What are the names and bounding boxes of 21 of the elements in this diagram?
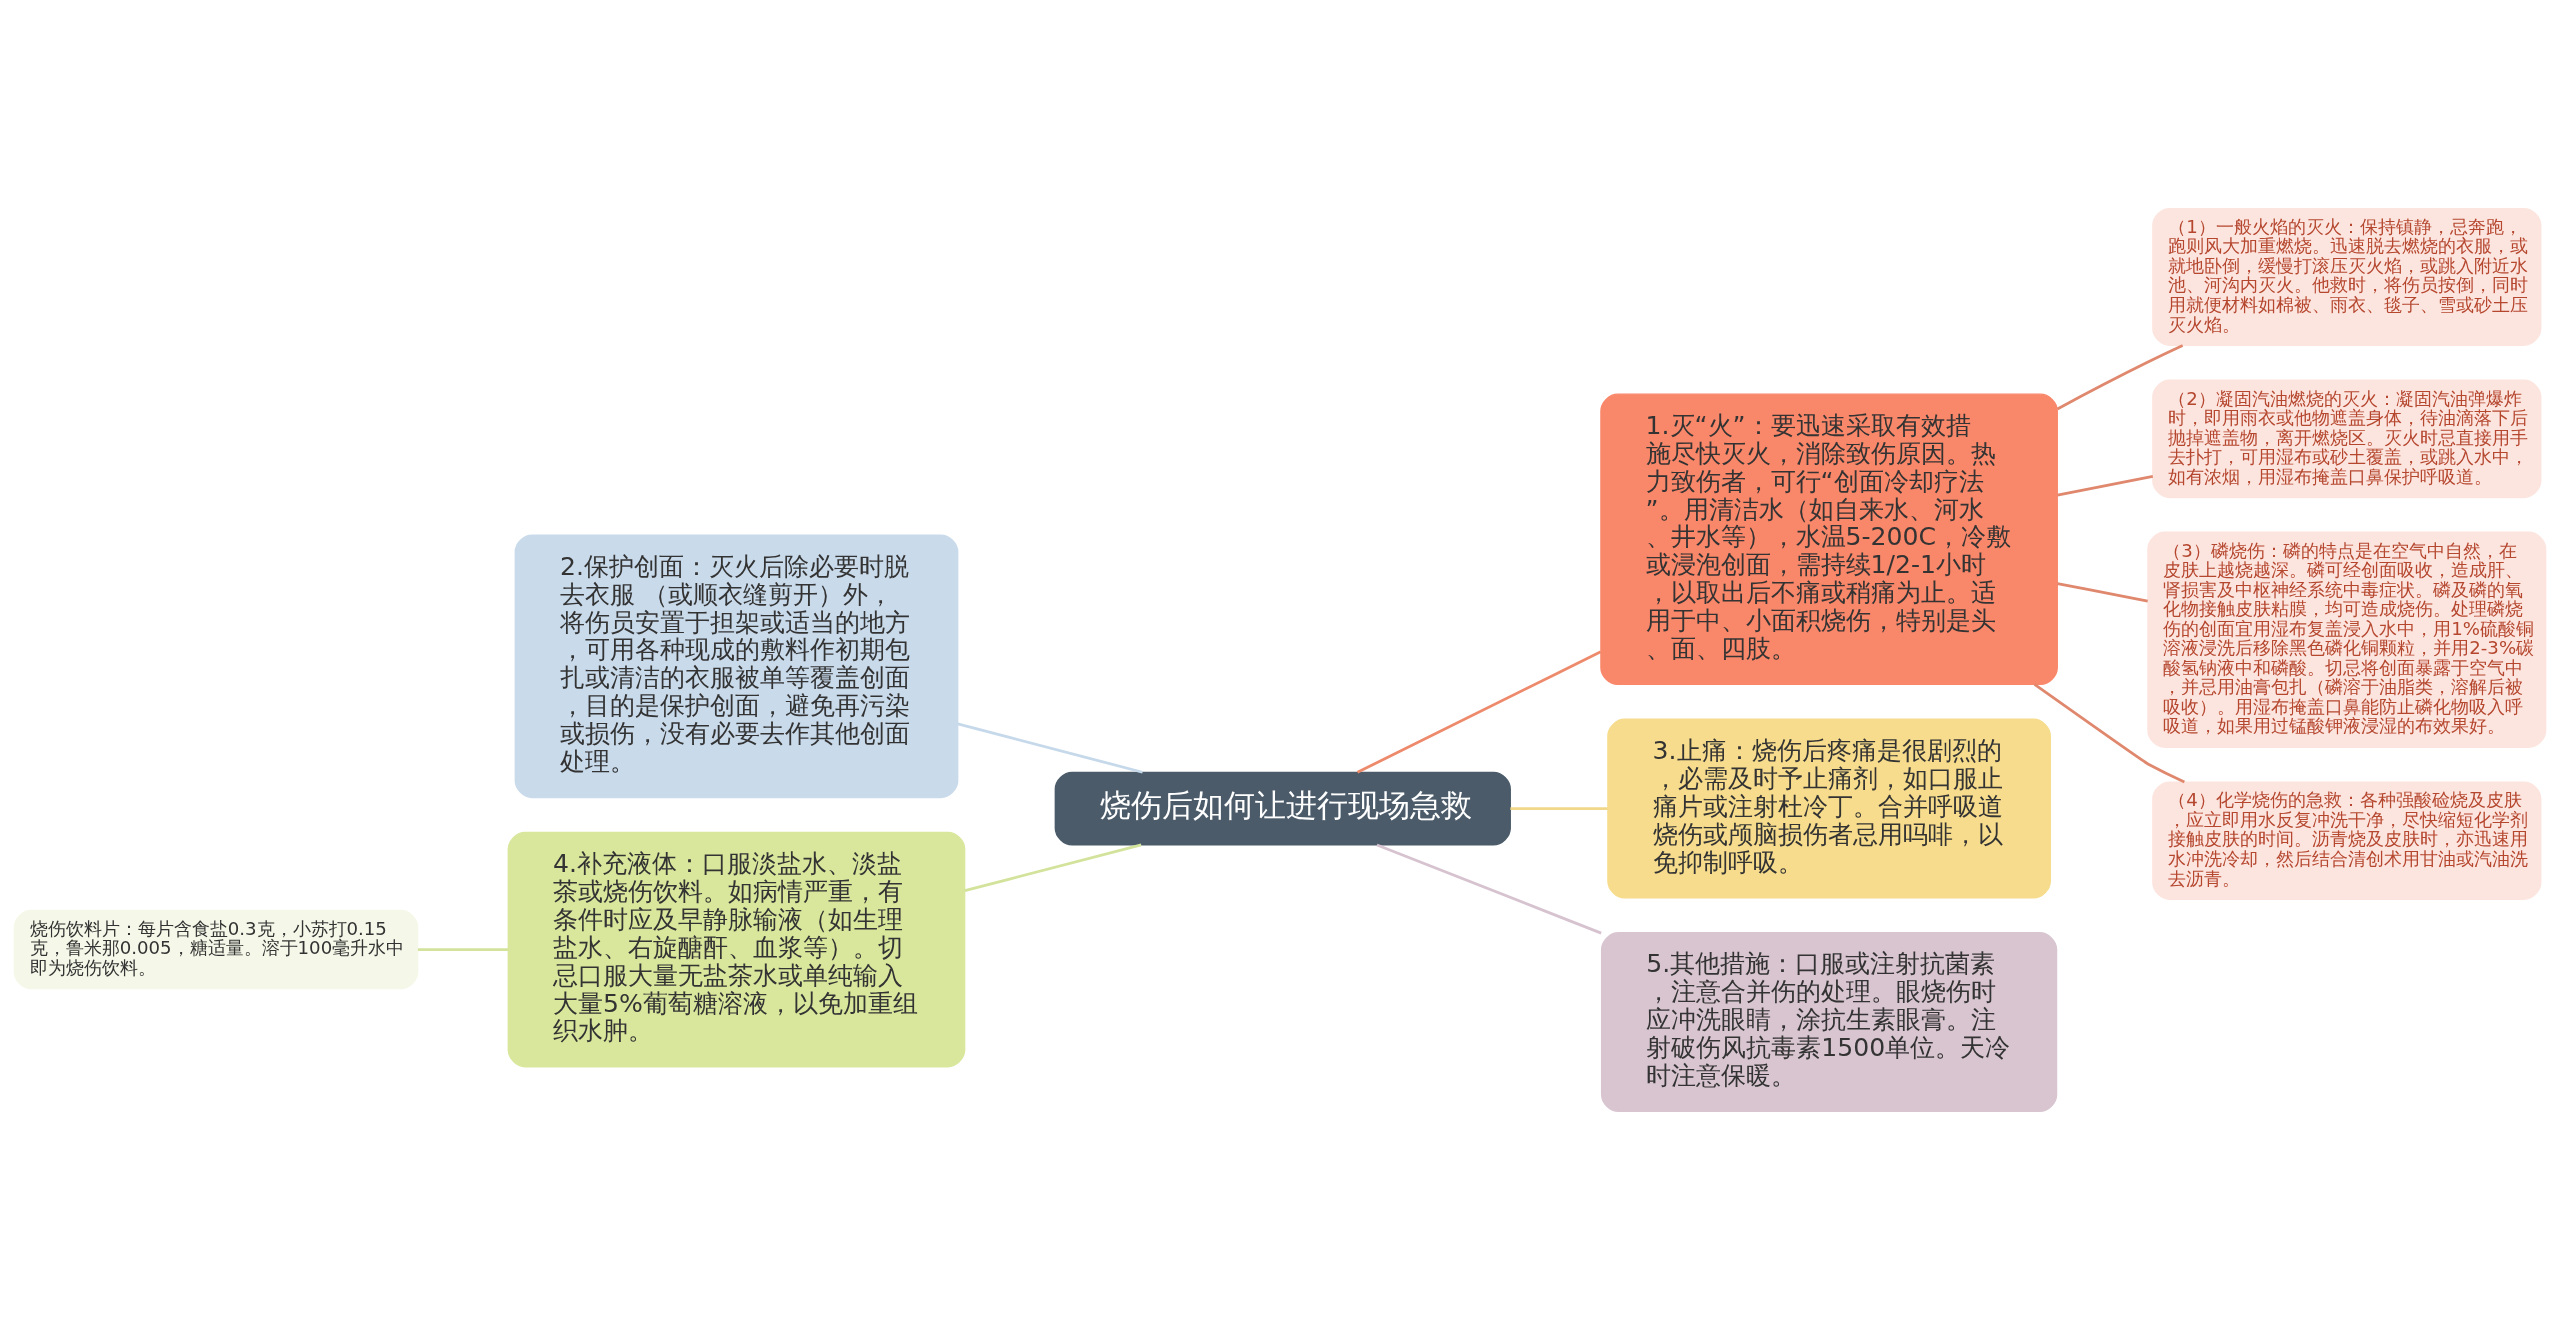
connector <box>2057 474 2154 496</box>
node-box: 烧伤饮料片：每片含食盐0.3克，小苏打0.15克，鲁米那0.005，糖适量。溶于100毫升水中即为烧伤饮料。 <box>13 909 419 989</box>
connector <box>964 843 1142 892</box>
connector <box>1510 806 1608 810</box>
node-box: 1.灭“火”：要迅速采取有效措施尽快灭火，消除致伤原因。热力致伤者，可行“创面冷却疗法”。用清洁水（如自来水、河水、井水等），水温5-200C，冷敷或浸泡创面，需持续1/2-1小时，以取出后不痛或稍痛为止。适用于中、小面积烧伤，特别是头、面、四肢。 <box>1600 392 2058 685</box>
node-box: 烧伤后如何让进行现场急救 <box>1054 771 1511 846</box>
node-box: （4）化学烧伤的急救：各种强酸硷烧及皮肤，应立即用水反复冲洗干净，尽快缩短化学剂接触皮肤的时间。沥青烧及皮肤时，亦迅速用水冲洗冷却，然后结合清创术用甘油或汽油洗去沥青。 <box>2152 780 2542 900</box>
connector <box>1356 650 1602 774</box>
connector <box>1376 843 1602 934</box>
node-box: （1）一般火焰的灭火：保持镇静，忌奔跑，跑则风大加重燃烧。迅速脱去燃烧的衣服，或就地卧倒，缓慢打滚压灭火焰，或跳入附近水池、河沟内灭火。他救时，将伤员按倒，同时用就便材料如棉被、雨衣、毯子、雪或砂土压灭火焰。 <box>2152 207 2542 346</box>
node-box: （3）磷烧伤：磷的特点是在空气中自然，在皮肤上越烧越深。磷可经创面吸收，造成肝、肾损害及中枢神经系统中毒症状。磷及磷的氧化物接触皮肤粘膜，均可造成烧伤。处理磷烧伤的创面宜用湿布复盖浸入水中，用1%硫酸铜溶液浸洗后移除黑色磷化铜颗粒，并用2-3%碳酸氢钠液中和磷酸。切忌将创面暴露于空气中，并忌用油膏包扎（磷溶于油脂类，溶解后被吸收）。用湿布掩盖口鼻能防止磷化物吸入呼吸道，如果用过锰酸钾液浸湿的布效果好。 <box>2147 531 2547 748</box>
connector <box>2033 682 2185 783</box>
node-box: 5.其他措施：口服或注射抗菌素，注意合并伤的处理。眼烧伤时应冲洗眼睛，涂抗生素眼膏。注射破伤风抗毒素1500单位。天冷时注意保暖。 <box>1600 931 2058 1112</box>
connector <box>417 947 509 951</box>
node-box: 2.保护创面：灭火后除必要时脱去衣服 （或顺衣缝剪开）外，将伤员安置于担架或适当的地方，可用各种现成的敷料作初期包扎或清洁的衣服被单等覆盖创面，目的是保护创面，避免再污染或损伤，没有必要去作其他创面处理。 <box>514 533 959 798</box>
connector <box>957 722 1143 774</box>
connector <box>2057 581 2148 603</box>
node-box: （2）凝固汽油燃烧的灭火：凝固汽油弹爆炸时，即用雨衣或他物遮盖身体，待油滴落下后抛掉遮盖物，离开燃烧区。灭火时忌直接用手去扑打，可用湿布或砂土覆盖，或跳入水中，如有浓烟，用湿布掩盖口鼻保护呼吸道。 <box>2152 379 2542 498</box>
node-box: 4.补充液体：口服淡盐水、淡盐茶或烧伤饮料。如病情严重，有条件时应及早静脉输液（如生理盐水、右旋醣酐、血浆等）。切忌口服大量无盐茶水或单纯输入大量5%葡萄糖溶液，以免加重组织水肿。 <box>507 831 966 1067</box>
connector <box>2056 343 2184 410</box>
node-box: 3.止痛：烧伤后疼痛是很剧烈的，必需及时予止痛剂，如口服止痛片或注射杜冷丁。合并呼吸道烧伤或颅脑损伤者忌用吗啡，以免抑制呼吸。 <box>1607 718 2051 899</box>
